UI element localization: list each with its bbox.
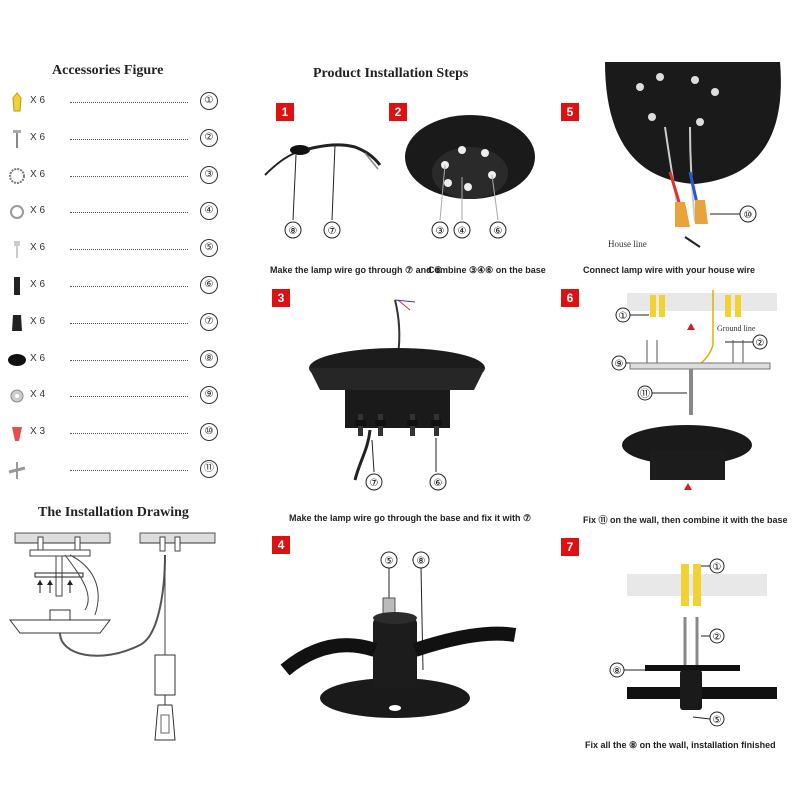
accessory-row: X 6 ⑤ — [8, 239, 218, 259]
step-1-label-7: ⑦ — [328, 226, 337, 237]
ring-washer-icon — [8, 202, 26, 222]
accessory-row: X 6 ① — [8, 92, 218, 112]
step-2-image: ③ ④ ⑥ — [405, 115, 535, 239]
step-4-image: ⑤ ⑧ — [280, 551, 517, 718]
accessory-qty: X 6 — [30, 242, 46, 254]
accessory-qty: X 6 — [30, 95, 46, 106]
leader-dots — [70, 102, 188, 103]
accessory-row: ⑪ — [8, 460, 218, 480]
accessory-number: ⑪ — [200, 460, 218, 478]
step-1-badge: 1 — [276, 103, 294, 121]
cable-gland-icon — [8, 313, 26, 333]
installation-drawing-title: The Installation Drawing — [38, 505, 189, 520]
accessory-qty: X 6 — [30, 131, 46, 143]
step-7-caption: Fix all the ⑧ on the wall, installation … — [585, 740, 776, 750]
step-2-label-6: ⑥ — [494, 226, 503, 237]
accessory-row: X 6 ③ — [8, 165, 218, 186]
accessory-qty: X 6 — [30, 279, 46, 290]
step-3-label-7: ⑦ — [370, 478, 379, 489]
step-2-badge: 2 — [389, 103, 407, 121]
accessory-number: ⑧ — [200, 349, 218, 368]
accessory-number: ⑥ — [200, 276, 218, 294]
step-3-caption: Make the lamp wire go through the base a… — [289, 513, 532, 523]
step-5-image: ⑩ — [605, 62, 781, 248]
accessory-number: ③ — [200, 165, 218, 184]
accessory-qty: X 6 — [30, 315, 46, 327]
step-3-label-6: ⑥ — [434, 478, 443, 489]
leader-dots — [70, 322, 188, 324]
step-6-badge: 6 — [561, 289, 579, 307]
step-2-label-3: ③ — [436, 226, 445, 237]
accessory-row: X 6 ⑥ — [8, 276, 218, 296]
step-2-label-4: ④ — [458, 226, 467, 237]
leader-dots — [70, 249, 188, 251]
wire-nut-icon — [8, 423, 26, 443]
step-5-house-line: House line — [608, 239, 647, 249]
accessory-row: X 6 ② — [8, 128, 218, 149]
leader-dots — [70, 175, 188, 177]
cord-grip-icon — [8, 276, 26, 296]
accessory-number: ⑨ — [200, 386, 218, 405]
steps-title: Product Installation Steps — [313, 66, 469, 81]
step-6-label-1: ① — [619, 311, 628, 322]
step-7-image: ① ② ⑧ ⑤ — [609, 558, 777, 727]
step-6-label-9: ⑨ — [615, 359, 624, 370]
step-5-caption: Connect lamp wire with your house wire — [583, 265, 756, 275]
accessory-qty: X 6 — [30, 205, 46, 217]
step-4-badge: 4 — [272, 536, 290, 554]
leader-dots — [70, 212, 188, 214]
lock-washer-icon — [8, 166, 26, 186]
step-6-image: ① Ground line ② ⑨ ⑪ — [611, 290, 777, 490]
leader-dots — [70, 433, 188, 435]
step-7-label-2: ② — [713, 632, 722, 643]
step-5-label-10: ⑩ — [744, 210, 753, 221]
accessories-title: Accessories Figure — [52, 63, 164, 78]
accessory-number: ① — [200, 92, 218, 110]
accessory-number: ⑤ — [200, 239, 218, 258]
step-6-ground-line: Ground line — [717, 324, 756, 333]
step-6-caption: Fix ⑪ on the wall, then combine it with … — [583, 515, 788, 525]
accessory-number: ② — [200, 128, 218, 147]
mounting-bracket-icon — [8, 460, 26, 480]
nut-icon — [8, 386, 26, 406]
accessory-qty: X 6 — [30, 168, 46, 180]
leader-dots — [70, 359, 188, 361]
step-5-badge: 5 — [561, 103, 579, 121]
accessory-row: X 6 ⑧ — [8, 349, 218, 370]
accessory-qty: X 3 — [30, 426, 46, 438]
accessory-qty: X 4 — [30, 389, 46, 401]
step-2-caption: Combine ③④⑥ on the base — [428, 265, 546, 275]
step-4-label-8: ⑧ — [417, 556, 426, 567]
accessory-row: X 4 ⑨ — [8, 386, 218, 406]
step-3-image: ⑦ ⑥ — [309, 299, 485, 491]
accessory-row: X 6 ④ — [8, 202, 218, 222]
step-3-badge: 3 — [272, 289, 290, 307]
accessory-row: X 3 ⑩ — [8, 423, 218, 443]
accessory-row: X 6 ⑦ — [8, 312, 218, 333]
accessory-qty: X 6 — [30, 352, 46, 364]
canopy-plate-icon — [8, 350, 26, 370]
step-1-label-8: ⑧ — [289, 226, 298, 237]
step-6-label-2: ② — [756, 338, 765, 349]
leader-dots — [70, 470, 188, 471]
step-7-badge: 7 — [561, 538, 579, 556]
accessory-number: ④ — [200, 202, 218, 221]
step-7-label-8: ⑧ — [613, 666, 622, 677]
leader-dots — [70, 396, 188, 398]
bolt-icon — [8, 239, 26, 259]
anchor-icon — [8, 92, 26, 112]
step-1-image: ⑧ ⑦ — [264, 143, 382, 239]
screw-icon — [8, 129, 26, 149]
accessory-number: ⑦ — [200, 312, 218, 331]
accessory-number: ⑩ — [200, 423, 218, 442]
step-7-label-5: ⑤ — [713, 715, 722, 726]
step-6-label-11: ⑪ — [640, 388, 650, 400]
step-7-label-1: ① — [713, 562, 722, 573]
installation-drawing — [8, 532, 216, 741]
step-1-caption: Make the lamp wire go through ⑦ and ⑧ — [270, 265, 443, 275]
step-4-label-5: ⑤ — [385, 556, 394, 567]
leader-dots — [70, 138, 188, 140]
leader-dots — [70, 286, 188, 287]
